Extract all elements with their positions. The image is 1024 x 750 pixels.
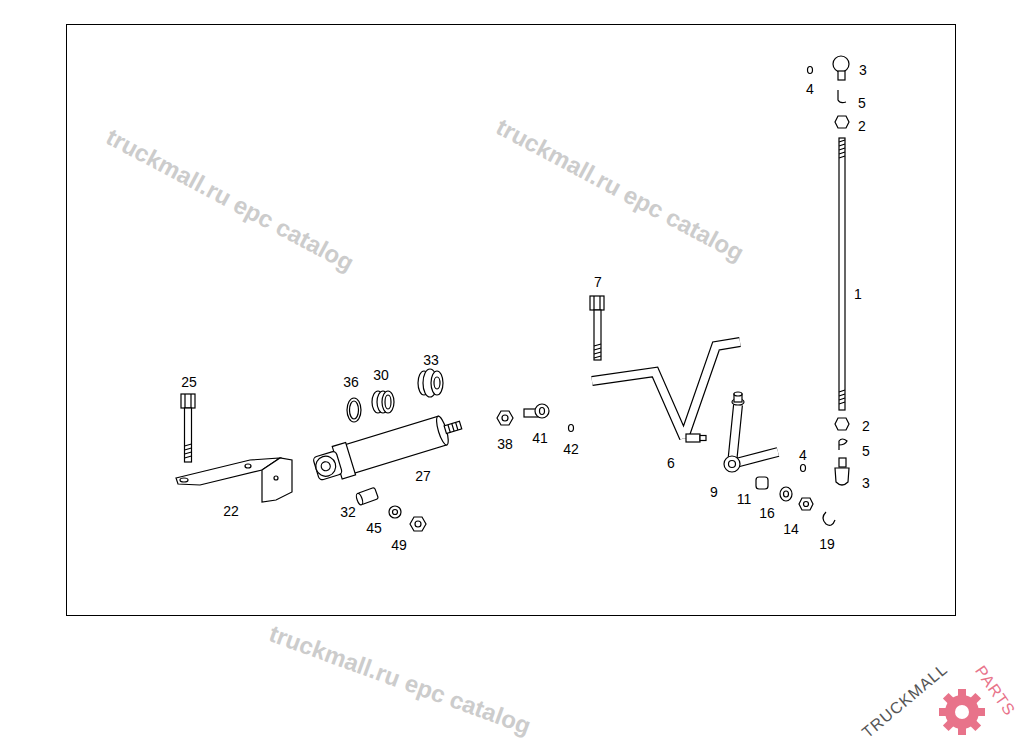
callout-number: 45 xyxy=(366,521,382,535)
elbow-fitting xyxy=(524,404,549,418)
ball-socket xyxy=(835,468,849,485)
sleeve xyxy=(355,487,378,505)
callout-number: 27 xyxy=(415,469,431,483)
hex-nut xyxy=(835,116,849,128)
bellows xyxy=(418,369,443,397)
ball-socket-stem xyxy=(838,71,845,80)
callout-number: 6 xyxy=(667,456,675,470)
lever xyxy=(724,392,778,472)
spring-clip xyxy=(839,439,847,450)
watermark: truckmall.ru epc catalog xyxy=(492,115,747,266)
callout-number: 1 xyxy=(854,287,862,301)
bolt-head xyxy=(590,296,604,310)
callout-number: 30 xyxy=(373,368,389,382)
watermark: truckmall.ru epc catalog xyxy=(102,125,357,276)
callout-number: 4 xyxy=(799,448,807,462)
ball-socket-stem xyxy=(839,458,846,467)
ring xyxy=(808,67,813,74)
bracket-arm xyxy=(592,342,740,442)
nut xyxy=(799,498,813,510)
mounting-bracket xyxy=(176,458,292,502)
callout-number: 5 xyxy=(862,444,870,458)
circlip xyxy=(823,512,835,525)
callout-number: 5 xyxy=(858,96,866,110)
callout-number: 3 xyxy=(859,63,867,77)
o-ring xyxy=(347,398,361,422)
callout-number: 14 xyxy=(783,522,799,536)
watermark: truckmall.ru epc catalog xyxy=(266,622,534,739)
bush xyxy=(756,477,768,489)
ring xyxy=(569,425,574,432)
callout-number: 33 xyxy=(423,353,439,367)
callout-number: 42 xyxy=(563,442,579,456)
washer xyxy=(389,506,401,518)
callout-number: 19 xyxy=(819,537,835,551)
frame xyxy=(67,25,956,616)
washer xyxy=(780,487,792,501)
bolt-shank xyxy=(185,408,192,462)
nut xyxy=(410,517,426,531)
callout-number: 25 xyxy=(181,375,197,389)
callout-number: 2 xyxy=(858,119,866,133)
callout-number: 36 xyxy=(343,375,359,389)
callout-number: 32 xyxy=(340,505,356,519)
spring xyxy=(372,391,394,413)
callout-number: 3 xyxy=(862,476,870,490)
logo-text: TRUCKMALL xyxy=(859,661,950,741)
cylinder xyxy=(311,409,465,486)
bolt-shank xyxy=(594,310,601,360)
callout-number: 22 xyxy=(223,504,239,518)
callout-number: 2 xyxy=(862,419,870,433)
threaded-rod xyxy=(839,138,845,410)
spring-clip xyxy=(838,90,846,103)
callout-number: 16 xyxy=(759,506,775,520)
nut xyxy=(497,411,513,425)
hex-nut xyxy=(835,418,849,430)
ball-socket xyxy=(833,56,849,72)
callout-number: 4 xyxy=(806,82,814,96)
callout-number: 41 xyxy=(532,431,548,445)
callout-number: 49 xyxy=(391,538,407,552)
ring xyxy=(801,465,806,472)
thread-marks xyxy=(839,140,845,404)
logo-text: PARTS xyxy=(972,663,1018,719)
callout-number: 7 xyxy=(594,275,602,289)
callout-number: 11 xyxy=(737,492,752,506)
callout-number: 38 xyxy=(497,437,513,451)
callout-number: 9 xyxy=(710,485,718,499)
logo-gear xyxy=(939,689,985,735)
bolt-head xyxy=(181,394,195,408)
